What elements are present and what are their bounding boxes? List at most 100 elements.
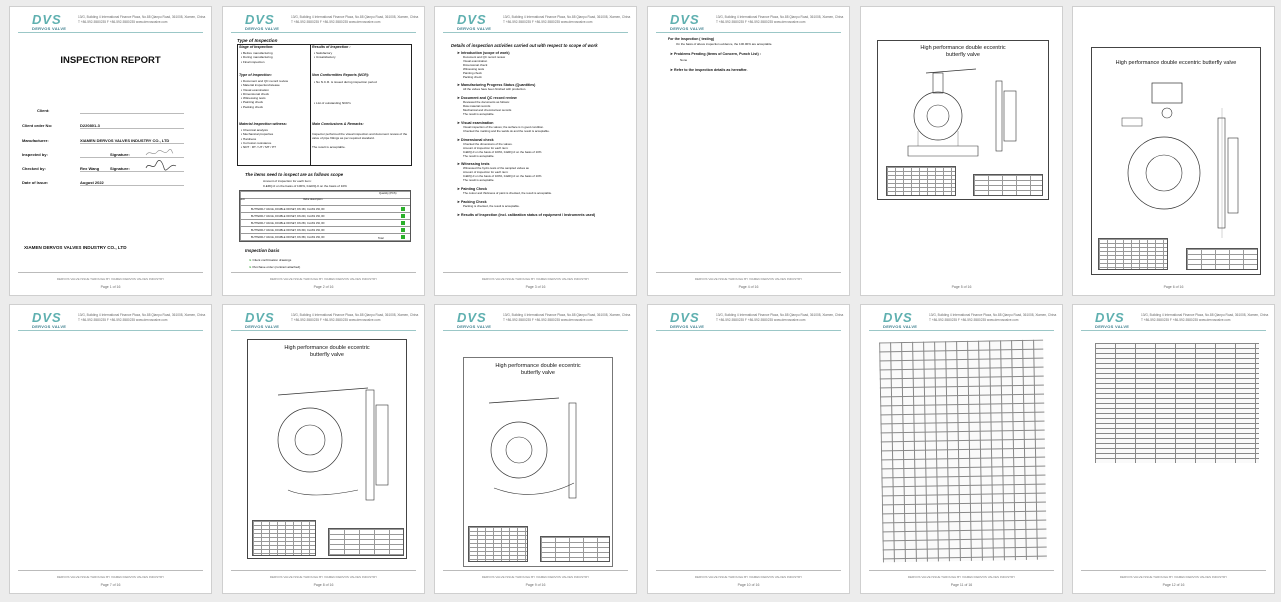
type-heading: Type of Inspection [237, 38, 278, 43]
section-line: Reviewed the documents as follows: [463, 100, 510, 105]
page-number: Page 11 of 16 [950, 583, 973, 587]
type-list: ▪ Document and QC record review ▪ Materi… [241, 79, 289, 109]
material-heading: Material Inspection witness: [239, 122, 287, 126]
header-address: 13/G, Building 4 International Finance P… [291, 15, 419, 24]
section-line: Packing is checked, the result is accept… [463, 203, 520, 208]
basis-list: ➤ Client confirmation drawings ➤ Purchas… [249, 258, 301, 269]
page-number: Page 6 of 16 [1163, 285, 1184, 289]
scope-table-rows: BUTTERFLY VALVE, DOUBLE OFFSET, DN 150, … [251, 206, 325, 241]
page-footer: DERVOS VALVE ISSUE THROUGH BY XIAMEN DER… [694, 575, 803, 579]
page-6[interactable]: High performance double eccentric butter… [1072, 6, 1275, 296]
section-title: ➤ Painting Check [457, 187, 487, 192]
page-footer: DERVOS VALVE ISSUE THROUGH BY XIAMEN DER… [56, 575, 165, 579]
page-footer: DERVOS VALVE ISSUE THROUGH BY XIAMEN DER… [269, 575, 378, 579]
header-address: 13/G, Building 4 International Finance P… [1141, 313, 1269, 322]
page-number: Page 8 of 16 [313, 583, 334, 587]
page-number: Page 7 of 16 [100, 583, 121, 587]
header-address: 13/G, Building 4 International Finance P… [716, 15, 844, 24]
scanned-inspection-form [1095, 343, 1259, 463]
scope-table-header-qty: Quantity (PCS) [379, 192, 397, 195]
ncr-item-1: ▪ No N.C.R. is issued during inspection … [314, 80, 377, 84]
page-footer: DERVOS VALVE ISSUE THROUGH BY XIAMEN DER… [56, 277, 165, 281]
company-name: XIAMEN DERVOS VALVES INDUSTRY CO., LTD [24, 245, 127, 250]
page-number: Page 3 of 16 [525, 285, 546, 289]
section-line: Raw material records [463, 104, 491, 109]
page-footer: DERVOS VALVE ISSUE THROUGH BY XIAMEN DER… [481, 575, 590, 579]
date-label: Date of Issue: [22, 180, 49, 185]
section-line: Painting check [463, 70, 482, 75]
scope-table-total: Total [378, 237, 384, 240]
drawing-title-block [328, 528, 404, 556]
main-conclusion-text: Inspector performed the visual inspectio… [312, 132, 408, 141]
basis-heading: Inspection basis [245, 248, 280, 253]
stage-list: ▪ Before manufacturing ▪ During manufact… [241, 51, 273, 64]
drawing-title-block [973, 174, 1043, 196]
manufacturer-value: XIAMEN DERVOS VALVES INDUSTRY CO., LTD [80, 138, 170, 143]
section-line: Checked the marking and the welds ok and… [463, 128, 550, 133]
section-line: 0-ERQ-0 on the basis of 100%, 0-ERQ-0 on… [463, 174, 542, 179]
section-title: ➤ Manufacturing Progress Status (Quantit… [457, 83, 536, 88]
ncr-heading: Non Conformities Reports (NCR): [312, 73, 370, 77]
client-order-label: Client order No: [22, 123, 53, 128]
main-conclusion-result: The result is acceptable. [312, 145, 346, 149]
valve-sketch-icon [277, 387, 389, 501]
inspector-signature [145, 149, 174, 156]
table-row: BUTTERFLY VALVE, DOUBLE OFFSET, DN 200, … [251, 215, 325, 218]
drawing-title-block [540, 536, 610, 562]
section-line: Mechanical and chemical test records [463, 108, 512, 113]
section-title: ➤ Document and QC record review [457, 96, 517, 101]
scope-sub-1: Amount of inspection for each item: [263, 179, 312, 183]
drawing-parts-table [1098, 238, 1168, 270]
main-conclusion-heading: Main Conclusions & Remarks: [312, 122, 364, 126]
header-address: 13/G, Building 4 International Finance P… [503, 313, 631, 322]
header-address: 13/G, Building 4 International Finance P… [716, 313, 844, 322]
signature-label: Signature: [110, 152, 130, 157]
checked-by-value: Rex Wang [80, 166, 100, 171]
signature-label-2: Signature: [110, 166, 130, 171]
section-line: The result is acceptable. [463, 153, 495, 158]
table-row: BUTTERFLY VALVE, DOUBLE OFFSET, DN 250, … [251, 222, 325, 225]
scope-table-header-desc: Valve description [303, 198, 323, 201]
section-line: The colour and thickness of paint is che… [463, 191, 552, 196]
header-address: 13/G, Building 4 International Finance P… [78, 313, 206, 322]
details-heading: Details of inspection activities carried… [451, 43, 598, 48]
testing-heading: For the Inspection ( testing) [668, 37, 715, 41]
section-line: Visual examination [463, 58, 488, 63]
header-address: 13/G, Building 4 International Finance P… [503, 15, 631, 24]
problems-heading: ➤ Problems Pending (Items of Concern, Pu… [670, 52, 761, 56]
valve-drawing: High performance double eccentric butter… [1091, 47, 1261, 275]
section-line: Packing check [463, 74, 482, 79]
section-line: All the valves have been finished with p… [463, 87, 527, 92]
page-number: Page 1 of 16 [100, 285, 121, 289]
table-row: BUTTERFLY VALVE, DOUBLE OFFSET, DN 150, … [251, 208, 325, 211]
section-title: ➤ Dimensional check [457, 137, 494, 142]
page-number: Page 12 of 16 [1162, 583, 1185, 587]
